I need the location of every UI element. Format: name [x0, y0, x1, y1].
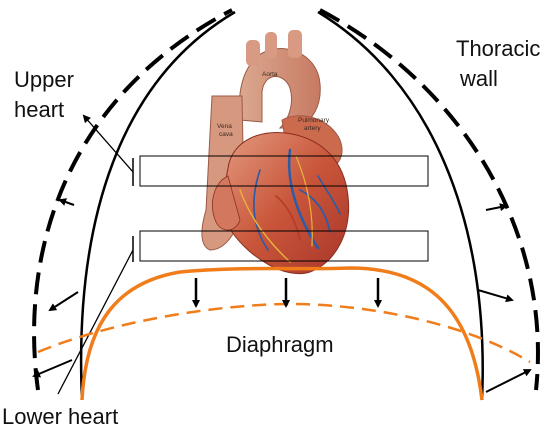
thoracic-wall-label-1: Thoracic — [456, 36, 540, 61]
carotid-vessel — [265, 32, 277, 58]
brachiocephalic-vessel — [246, 40, 260, 66]
thoracic-wall-label-2: wall — [459, 66, 498, 91]
vena-cava-label-2: cava — [219, 131, 233, 138]
lower-heart-label: Lower heart — [2, 404, 118, 429]
heart-illustration: Aorta Vena cava Pulmonary artery — [202, 30, 349, 274]
lower-heart-pointer — [58, 250, 133, 394]
heart-body — [225, 132, 349, 273]
upper-heart-label-2: heart — [14, 97, 64, 122]
pulmonary-artery-label-1: Pulmonary — [298, 117, 330, 124]
aorta-label: Aorta — [262, 71, 278, 78]
diaphragm-down-arrows — [196, 278, 378, 306]
pulmonary-artery-label-2: artery — [304, 125, 321, 132]
upper-heart-pointer — [84, 116, 133, 172]
upper-heart-label-1: Upper — [14, 67, 74, 92]
vena-cava-label-1: Vena — [217, 123, 232, 130]
subclavian-vessel — [288, 30, 302, 58]
diaphragm-label: Diaphragm — [226, 332, 334, 357]
